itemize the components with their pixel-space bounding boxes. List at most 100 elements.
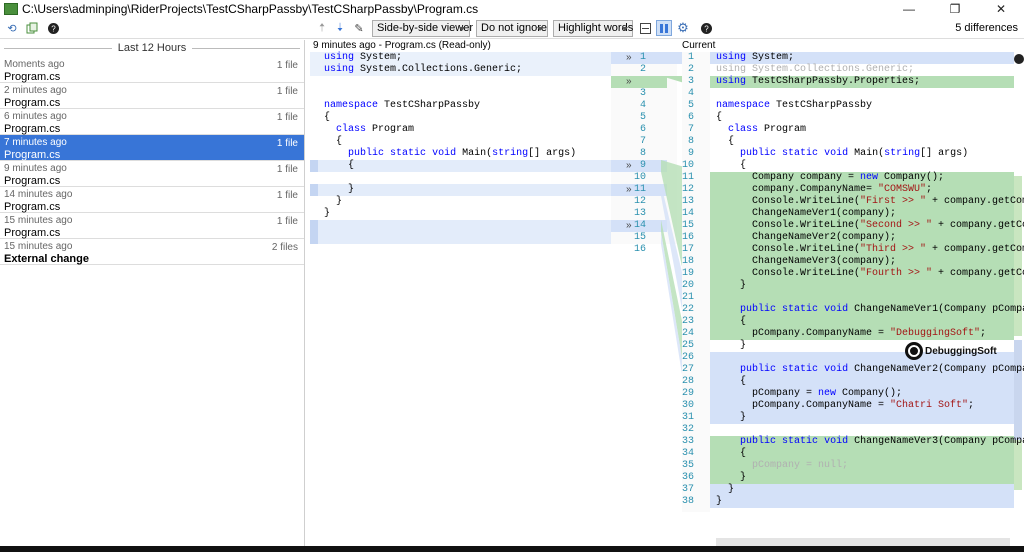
code-line: Console.WriteLine("Fourth >> " + company… bbox=[716, 268, 1024, 279]
code-line: { bbox=[324, 112, 331, 123]
line-number: 1 bbox=[639, 52, 646, 63]
apply-change-icon[interactable]: » bbox=[626, 184, 632, 195]
line-number: 2 bbox=[639, 64, 646, 75]
left-panel-title: 9 minutes ago - Program.cs (Read-only) bbox=[313, 40, 491, 51]
code-line: Company company = new Company(); bbox=[716, 172, 945, 183]
right-changed-band bbox=[710, 484, 1014, 508]
edit-source-icon[interactable]: ✎ bbox=[354, 22, 364, 35]
gutter-band bbox=[611, 184, 667, 196]
line-number: 8 bbox=[687, 136, 694, 147]
scroll-marker bbox=[1014, 176, 1022, 336]
left-changed-band bbox=[310, 220, 612, 244]
pause-icon[interactable] bbox=[1014, 54, 1024, 64]
minimize-icon[interactable]: — bbox=[903, 2, 915, 16]
help-icon-2[interactable]: ? bbox=[699, 20, 713, 36]
line-number: 12 bbox=[681, 184, 694, 195]
apply-change-icon[interactable]: » bbox=[626, 160, 632, 171]
line-number: 21 bbox=[681, 292, 694, 303]
code-line: company.CompanyName= "COMSWU"; bbox=[716, 184, 933, 195]
prev-diff-icon[interactable]: 🠡 bbox=[318, 21, 326, 34]
next-diff-icon[interactable]: 🠣 bbox=[336, 21, 344, 34]
highlight-select[interactable]: Highlight words bbox=[553, 20, 633, 37]
collapse-unchanged-icon[interactable] bbox=[638, 20, 652, 36]
line-number: 22 bbox=[681, 304, 694, 315]
whitespace-select[interactable]: Do not ignore bbox=[476, 20, 548, 37]
code-line: { bbox=[716, 136, 735, 147]
code-line: Console.WriteLine("Third >> " + company.… bbox=[716, 244, 1024, 255]
right-gutter bbox=[682, 52, 710, 512]
horizontal-scrollbar[interactable] bbox=[716, 538, 1010, 546]
apply-change-icon[interactable]: » bbox=[626, 76, 632, 87]
line-number: 5 bbox=[639, 112, 646, 123]
code-line: } bbox=[716, 280, 747, 291]
code-line: } bbox=[716, 472, 747, 483]
line-number: 10 bbox=[681, 160, 694, 171]
title-bar: C:\Users\adminping\RiderProjects\TestCSh… bbox=[0, 0, 1024, 18]
line-number: 10 bbox=[633, 172, 646, 183]
svg-text:?: ? bbox=[51, 24, 56, 33]
apply-change-icon[interactable]: » bbox=[626, 52, 632, 63]
code-line: } bbox=[716, 340, 747, 351]
watermark-logo: DebuggingSoft bbox=[905, 342, 997, 360]
line-number: 3 bbox=[639, 88, 646, 99]
line-number: 6 bbox=[687, 112, 694, 123]
code-line: class Program bbox=[728, 124, 807, 135]
code-line: { bbox=[716, 160, 747, 171]
code-line: { bbox=[324, 136, 343, 147]
left-changed-band bbox=[310, 160, 612, 172]
scroll-marker bbox=[1014, 440, 1022, 490]
line-number: 18 bbox=[681, 256, 694, 267]
line-number: 12 bbox=[633, 196, 646, 207]
settings-gear-icon[interactable]: ⚙ bbox=[677, 20, 689, 35]
line-number: 15 bbox=[681, 220, 694, 231]
line-number: 31 bbox=[681, 412, 694, 423]
line-number: 27 bbox=[681, 364, 694, 375]
help-icon[interactable]: ? bbox=[46, 20, 60, 36]
maximize-icon[interactable]: ❐ bbox=[949, 2, 961, 16]
gutter-band bbox=[611, 52, 667, 64]
copy-icon[interactable] bbox=[24, 20, 40, 36]
gutter-band bbox=[611, 76, 667, 88]
code-line: pCompany.CompanyName = "Chatri Soft"; bbox=[716, 400, 975, 411]
code-line: { bbox=[716, 316, 747, 327]
sync-scroll-icon[interactable] bbox=[656, 20, 672, 36]
right-changed-band bbox=[710, 352, 1014, 424]
line-number: 29 bbox=[681, 388, 694, 399]
viewer-select[interactable]: Side-by-side viewer bbox=[372, 20, 473, 37]
line-number: 9 bbox=[687, 148, 694, 159]
app-icon bbox=[4, 3, 18, 15]
diff-viewer: 9 minutes ago - Program.cs (Read-only) C… bbox=[306, 40, 1024, 546]
code-line: { bbox=[716, 376, 747, 387]
code-line: pCompany.CompanyName = "DebuggingSoft"; bbox=[716, 328, 987, 339]
line-number: 13 bbox=[633, 208, 646, 219]
line-number: 16 bbox=[681, 232, 694, 243]
right-added-band bbox=[710, 436, 1014, 484]
line-number: 33 bbox=[681, 436, 694, 447]
code-line: ChangeNameVer3(company); bbox=[716, 256, 897, 267]
close-icon[interactable]: ✕ bbox=[995, 2, 1007, 16]
code-line: } bbox=[716, 496, 723, 507]
line-number: 23 bbox=[681, 316, 694, 327]
apply-change-icon[interactable]: » bbox=[626, 220, 632, 231]
line-number: 16 bbox=[633, 244, 646, 255]
code-line: public static void ChangeNameVer3(Compan… bbox=[740, 436, 1024, 447]
toolbar: ⟲ ? 🠡 🠣 ✎ Side-by-side viewer Do not ign… bbox=[0, 18, 1024, 39]
line-number: 6 bbox=[639, 124, 646, 135]
code-line: } bbox=[324, 184, 355, 195]
code-line: } bbox=[324, 196, 343, 207]
line-number: 7 bbox=[639, 136, 646, 147]
revert-icon[interactable]: ⟲ bbox=[7, 22, 17, 35]
left-changed-band bbox=[310, 52, 612, 76]
code-line: } bbox=[716, 484, 735, 495]
code-line: } bbox=[716, 412, 747, 423]
code-line: using System; bbox=[324, 52, 403, 63]
